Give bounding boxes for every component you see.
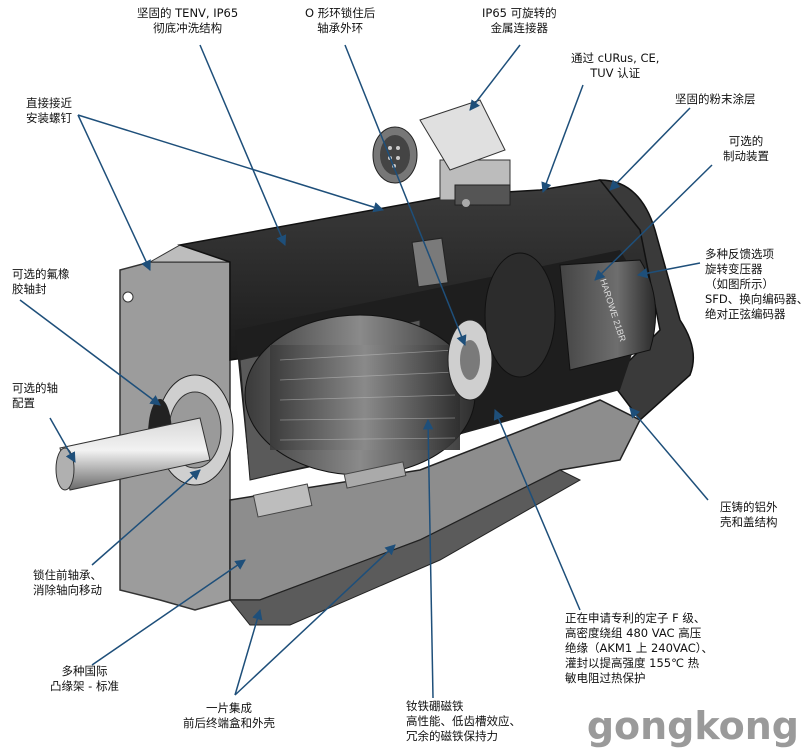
leader-screws-a bbox=[77, 114, 151, 271]
leader-terminal-a bbox=[234, 608, 263, 696]
motor-illustration: HAROWE 21BR bbox=[55, 99, 695, 626]
label-line: 配置 bbox=[12, 396, 35, 410]
label-line: 一片集成 bbox=[206, 701, 252, 715]
label-cert: 通过 cURus, CE,TUV 认证 bbox=[571, 51, 659, 81]
leader-magnet bbox=[422, 418, 434, 699]
leader-feedback bbox=[636, 262, 701, 279]
label-line: 多种反馈选项 bbox=[705, 247, 774, 261]
resolver bbox=[559, 259, 657, 371]
label-shaft: 可选的轴配置 bbox=[12, 381, 58, 411]
label-line: 凸缘架 - 标准 bbox=[50, 679, 119, 693]
rear-cover bbox=[598, 179, 695, 422]
label-connector: IP65 可旋转的金属连接器 bbox=[482, 6, 557, 36]
label-line: 高性能、低齿槽效应、 bbox=[406, 714, 521, 728]
label-line: 压铸的铝外 bbox=[720, 500, 778, 514]
leader-housing bbox=[629, 407, 709, 501]
leader-tenv bbox=[199, 44, 287, 246]
leader-flange bbox=[91, 559, 246, 666]
label-line: 金属连接器 bbox=[490, 21, 549, 35]
label-seal: 可选的氟橡胶轴封 bbox=[12, 267, 70, 297]
label-line: 旋转变压器 bbox=[705, 262, 763, 276]
label-line: 钕铁硼磁铁 bbox=[406, 699, 464, 713]
leader-lines bbox=[19, 44, 713, 699]
label-line: 彻底冲洗结构 bbox=[153, 21, 223, 35]
leader-seal bbox=[19, 299, 161, 406]
label-line: 壳和盖结构 bbox=[720, 515, 778, 529]
leader-screws-b bbox=[77, 114, 385, 213]
label-line: 安装螺钉 bbox=[26, 111, 72, 125]
label-flange: 多种国际凸缘架 - 标准 bbox=[50, 664, 119, 694]
label-line: 敏电阻过热保护 bbox=[565, 671, 646, 685]
leader-shaft bbox=[49, 417, 76, 463]
label-line: 轴承外环 bbox=[317, 21, 364, 35]
label-line: 灌封以提高强度 155℃ 热 bbox=[565, 656, 700, 670]
label-line: 可选的轴 bbox=[12, 381, 58, 395]
leader-terminal-b bbox=[234, 544, 396, 696]
label-line: 通过 cURus, CE, bbox=[571, 51, 660, 65]
label-line: 前后终端盒和外壳 bbox=[183, 716, 275, 730]
label-line: 锁住前轴承、 bbox=[33, 568, 102, 582]
leader-brake bbox=[594, 164, 713, 281]
label-terminal: 一片集成前后终端盒和外壳 bbox=[183, 701, 275, 731]
label-coating: 坚固的粉末涂层 bbox=[675, 92, 756, 107]
connector bbox=[372, 99, 511, 207]
leader-connector bbox=[469, 44, 521, 111]
label-line: 冗余的磁铁保持力 bbox=[406, 729, 498, 743]
label-oring: O 形环锁住后轴承外环 bbox=[305, 6, 375, 36]
label-stator: 正在申请专利的定子 F 级、高密度绕组 480 VAC 高压绝缘（AKM1 上 … bbox=[565, 611, 713, 686]
label-line: 坚固的 TENV, IP65 bbox=[137, 6, 239, 20]
label-housing: 压铸的铝外壳和盖结构 bbox=[720, 500, 778, 530]
leader-stator bbox=[493, 409, 581, 611]
label-screws: 直接接近安装螺钉 bbox=[26, 96, 72, 126]
label-line: 直接接近 bbox=[26, 96, 72, 110]
label-line: 制动装置 bbox=[723, 149, 769, 163]
label-line: 消除轴向移动 bbox=[33, 583, 102, 597]
label-brake: 可选的制动装置 bbox=[723, 134, 769, 164]
label-line: 可选的氟橡 bbox=[12, 267, 70, 281]
brake-unit bbox=[484, 252, 556, 378]
label-line: 绝缘（AKM1 上 240VAC）、 bbox=[565, 641, 713, 655]
leader-oring bbox=[344, 44, 467, 346]
label-line: 高密度绕组 480 VAC 高压 bbox=[565, 626, 702, 640]
label-line: SFD、换向编码器、 bbox=[705, 292, 809, 306]
label-line: （如图所示） bbox=[705, 277, 774, 291]
label-line: 多种国际 bbox=[61, 664, 108, 678]
leader-coating bbox=[609, 107, 691, 191]
label-line: O 形环锁住后 bbox=[305, 6, 376, 20]
label-line: 可选的 bbox=[728, 134, 764, 148]
label-line: TUV 认证 bbox=[590, 66, 641, 80]
leader-bearing bbox=[91, 469, 201, 566]
label-line: 正在申请专利的定子 F 级、 bbox=[565, 611, 706, 625]
label-line: 坚固的粉末涂层 bbox=[675, 92, 756, 106]
label-line: IP65 可旋转的 bbox=[482, 6, 557, 20]
watermark: gongkong bbox=[586, 704, 799, 748]
leader-cert bbox=[541, 84, 584, 193]
label-feedback: 多种反馈选项旋转变压器（如图所示）SFD、换向编码器、绝对正弦编码器 bbox=[705, 247, 808, 322]
label-bearing: 锁住前轴承、消除轴向移动 bbox=[33, 568, 102, 598]
label-magnet: 钕铁硼磁铁高性能、低齿槽效应、冗余的磁铁保持力 bbox=[406, 699, 521, 744]
label-line: 胶轴封 bbox=[12, 282, 47, 296]
label-line: 绝对正弦编码器 bbox=[705, 307, 786, 321]
